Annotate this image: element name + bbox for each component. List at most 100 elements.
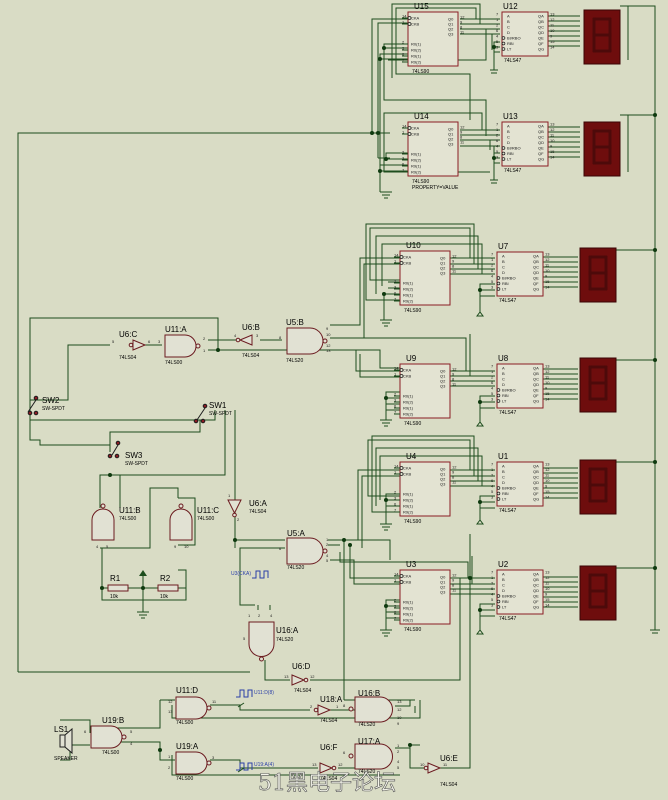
nand-u16b[interactable] [348, 696, 393, 723]
counter-u15[interactable]: U1574LS90CKA14CKB1R0(1)2R0(2)3R9(1)6R9(2… [402, 2, 465, 75]
seven-seg-display [583, 9, 621, 65]
decoder-pin-label: QB [533, 469, 539, 474]
decoder-pin-label: QD [533, 480, 539, 485]
resistor-r1[interactable] [107, 584, 129, 592]
svg-text:6: 6 [148, 339, 151, 344]
inverter-u6d[interactable] [291, 674, 309, 686]
inverter-u6b[interactable] [235, 334, 253, 346]
label-u6d: U6:D [292, 662, 310, 671]
nand-u11a[interactable] [164, 334, 201, 358]
counter-u10[interactable]: U1074LS90CKA14CKB1R0(1)2R0(2)3R9(1)6R9(2… [394, 241, 457, 314]
inverter-u6a[interactable] [227, 499, 242, 518]
svg-text:1: 1 [248, 613, 251, 618]
decoder-pin-number: 5 [496, 149, 499, 154]
decoder-pin-number: 1 [496, 17, 499, 22]
nand-u11c[interactable] [169, 503, 193, 541]
counter-u9[interactable]: U974LS90CKA14CKB1R0(1)2R0(2)3R9(1)6R9(2)… [394, 354, 457, 427]
counter-pin-number: 8 [452, 583, 455, 588]
type-u11a: 74LS00 [165, 360, 182, 366]
decoder-pin-label: QB [538, 129, 544, 134]
decoder-pin-number: 4 [491, 274, 494, 279]
resistor-r2[interactable] [157, 584, 179, 592]
label-u17a: U17:A [358, 737, 381, 746]
decoder-pin-number: 1 [491, 257, 494, 262]
decoder-label: U2 [498, 560, 509, 569]
switch-sw1[interactable] [193, 403, 208, 424]
svg-text:3: 3 [256, 333, 259, 338]
nand-u17a[interactable] [348, 743, 393, 770]
seven-segment-displays [579, 9, 621, 621]
decoder-pin-number: 5 [491, 279, 494, 284]
counter-u14[interactable]: U1474LS90PROPERTY=VALUECKA14CKB1R0(1)2R0… [402, 112, 465, 191]
nand-u16a[interactable] [248, 621, 275, 662]
value-r1: 10k [110, 594, 119, 600]
decoder-pin-label: C [502, 583, 505, 588]
counter-type: 74LS90 [404, 519, 421, 525]
counter-pin-label: Q2 [440, 477, 446, 482]
seven-seg-display [579, 247, 617, 303]
decoder-pin-label: LT [507, 157, 512, 162]
counter-pin-number: 3 [402, 156, 405, 161]
decoder-pin-label: QD [533, 270, 539, 275]
svg-text:1: 1 [326, 537, 329, 542]
inverter-u6f[interactable] [319, 762, 337, 774]
counter-u4[interactable]: U474LS90CKA14CKB1R0(1)2R0(2)3R9(1)6R9(2)… [394, 452, 457, 525]
inverter-u6e[interactable] [423, 762, 442, 774]
counter-label: U14 [414, 112, 429, 121]
nand-u19b[interactable] [90, 725, 127, 749]
decoder-pin-number: 9 [545, 484, 548, 489]
decoder-pin-number: 14 [545, 397, 550, 402]
decoder-pin-number: 7 [491, 252, 494, 257]
label-u19a: U19:A [176, 742, 199, 751]
svg-text:3: 3 [158, 339, 161, 344]
component-labels: U6:C 74LS04 U11:A 74LS00 U6:B 74LS04 U5:… [42, 318, 458, 788]
nand-u19a[interactable] [175, 751, 212, 775]
counter-pin-label: CKA [403, 466, 412, 471]
counter-pin-number: 9 [460, 130, 463, 135]
decoder-pin-number: 7 [491, 462, 494, 467]
counter-pin-number: 7 [402, 168, 405, 173]
switch-sw3[interactable] [107, 440, 121, 459]
type-u5b: 74LS20 [286, 358, 303, 364]
speaker-symbol[interactable] [59, 727, 73, 755]
counter-pin-number: 9 [452, 578, 455, 583]
type-u11b: 74LS00 [119, 516, 136, 522]
svg-text:8: 8 [343, 703, 346, 708]
type-u19b: 74LS00 [102, 750, 119, 756]
counter-pin-label: R0(1) [411, 42, 422, 47]
label-u6a: U6:A [249, 499, 267, 508]
decoder-pin-number: 6 [491, 380, 494, 385]
decoder-pin-label: A [502, 572, 505, 577]
nand-u5a[interactable] [286, 537, 328, 565]
decoder-pin-number: 12 [545, 257, 550, 262]
decoder-pin-number: 14 [550, 45, 555, 50]
inverter-u18a[interactable] [313, 704, 332, 716]
decoder-pin-number: 4 [496, 144, 499, 149]
counter-type: 74LS90 [412, 69, 429, 75]
inverter-u6c[interactable] [128, 339, 147, 351]
decoder-pin-label: B [502, 577, 505, 582]
svg-text:4: 4 [234, 333, 237, 338]
counter-pin-number: 2 [402, 40, 405, 45]
nand-u5b[interactable] [286, 327, 328, 355]
counter-pin-number: 7 [402, 58, 405, 63]
nand-u11b[interactable] [91, 503, 115, 541]
counter-pin-label: R0(2) [411, 158, 422, 163]
type-u17a: 74LS20 [358, 769, 375, 775]
switch-sw2[interactable] [27, 395, 39, 416]
decoder-pin-label: QF [533, 393, 539, 398]
counter-pin-number: 8 [460, 25, 463, 30]
decoder-pin-number: 2 [496, 23, 499, 28]
decoder-pin-label: QF [538, 151, 544, 156]
seven-seg-display [583, 121, 621, 177]
logic-gates [90, 327, 442, 775]
nand-u11d[interactable] [175, 696, 212, 720]
counter-u3[interactable]: U374LS90CKA14CKB1R0(1)2R0(2)3R9(1)6R9(2)… [394, 560, 457, 633]
